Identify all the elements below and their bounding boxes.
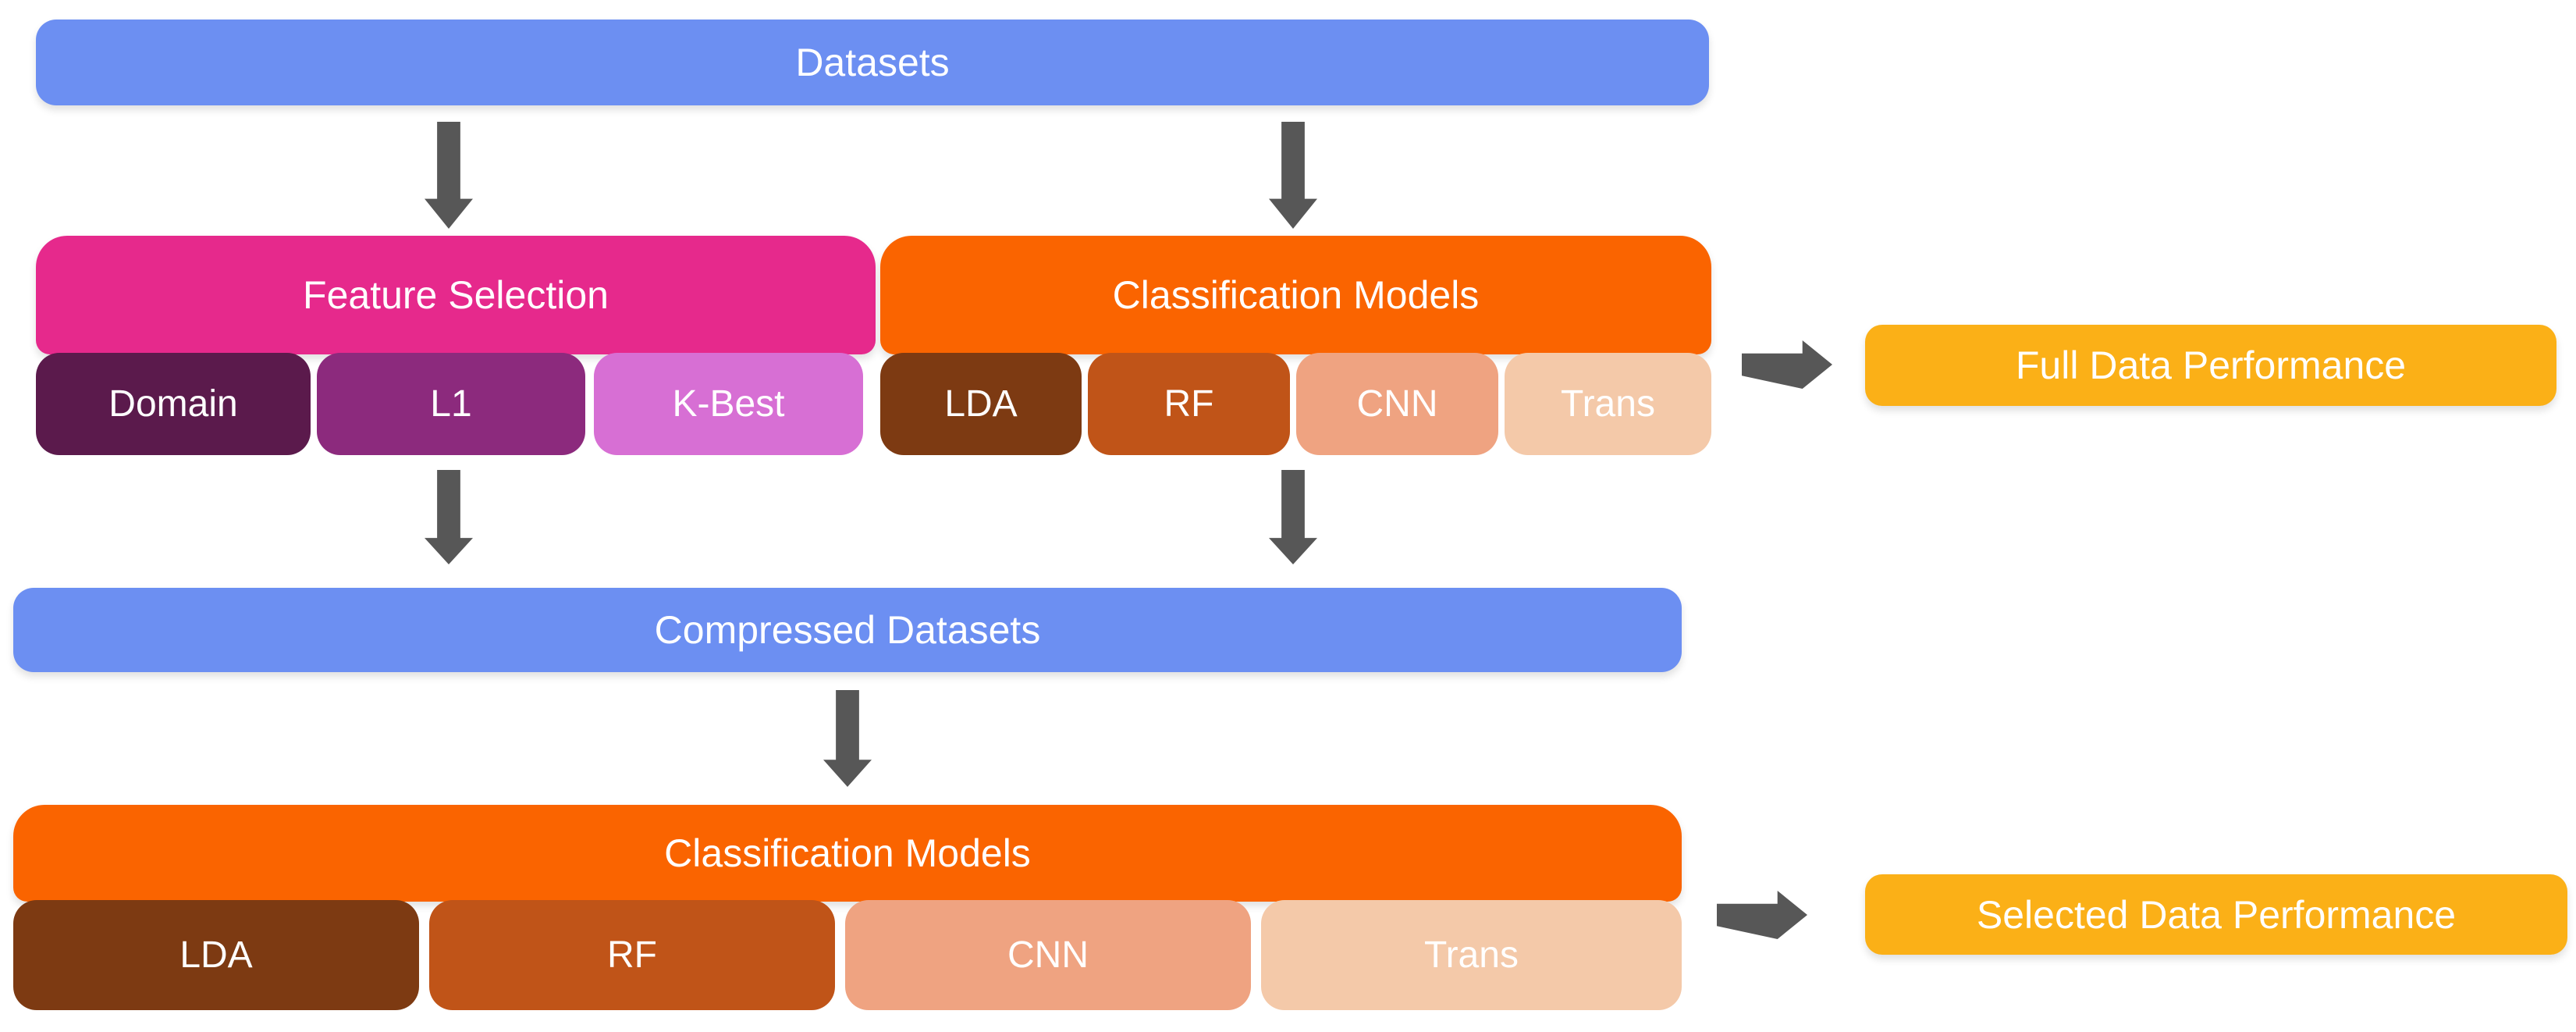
- feature-method-kbest-label: K-Best: [672, 383, 785, 425]
- model-full-rf-label: RF: [1164, 383, 1214, 425]
- model-full-lda-label: LDA: [944, 383, 1018, 425]
- arrow-classification-to-full-performance-icon: [1742, 340, 1832, 389]
- arrow-datasets-to-feature-selection-icon: [425, 122, 473, 229]
- feature-method-domain: Domain: [36, 353, 311, 455]
- feature-method-kbest: K-Best: [594, 353, 863, 455]
- selected-data-performance-label: Selected Data Performance: [1976, 892, 2457, 937]
- model-full-lda: LDA: [880, 353, 1082, 455]
- model-full-cnn: CNN: [1296, 353, 1498, 455]
- feature-method-l1-label: L1: [430, 383, 472, 425]
- model-selected-rf: RF: [429, 900, 835, 1010]
- arrow-classification-to-compressed-icon: [1269, 470, 1317, 564]
- compressed-datasets-node: Compressed Datasets: [13, 588, 1682, 672]
- model-full-rf: RF: [1088, 353, 1290, 455]
- feature-selection-group: Feature Selection: [36, 236, 876, 354]
- full-data-performance-node: Full Data Performance: [1865, 325, 2556, 406]
- compressed-datasets-label: Compressed Datasets: [654, 608, 1041, 652]
- feature-method-l1: L1: [317, 353, 585, 455]
- model-selected-lda: LDA: [13, 900, 419, 1010]
- datasets-node: Datasets: [36, 20, 1709, 105]
- classification-full-group: Classification Models: [880, 236, 1711, 354]
- model-full-trans-label: Trans: [1561, 383, 1655, 425]
- model-selected-cnn-label: CNN: [1007, 934, 1089, 976]
- feature-selection-title: Feature Selection: [303, 273, 609, 317]
- feature-method-domain-label: Domain: [108, 383, 238, 425]
- classification-selected-group: Classification Models: [13, 805, 1682, 902]
- model-selected-lda-label: LDA: [179, 934, 253, 976]
- classification-full-title: Classification Models: [1112, 273, 1480, 317]
- model-full-trans: Trans: [1505, 353, 1711, 455]
- datasets-label: Datasets: [795, 41, 950, 84]
- full-data-performance-label: Full Data Performance: [2015, 343, 2407, 387]
- arrow-feature-selection-to-compressed-icon: [425, 470, 473, 564]
- arrow-compressed-to-classification-icon: [823, 690, 872, 787]
- model-selected-cnn: CNN: [845, 900, 1251, 1010]
- arrow-classification-to-selected-performance-icon: [1717, 891, 1807, 939]
- selected-data-performance-node: Selected Data Performance: [1865, 874, 2567, 955]
- model-selected-trans: Trans: [1261, 900, 1682, 1010]
- arrow-datasets-to-classification-icon: [1269, 122, 1317, 229]
- model-selected-trans-label: Trans: [1424, 934, 1519, 976]
- model-full-cnn-label: CNN: [1356, 383, 1438, 425]
- classification-selected-title: Classification Models: [664, 831, 1031, 875]
- model-selected-rf-label: RF: [607, 934, 657, 976]
